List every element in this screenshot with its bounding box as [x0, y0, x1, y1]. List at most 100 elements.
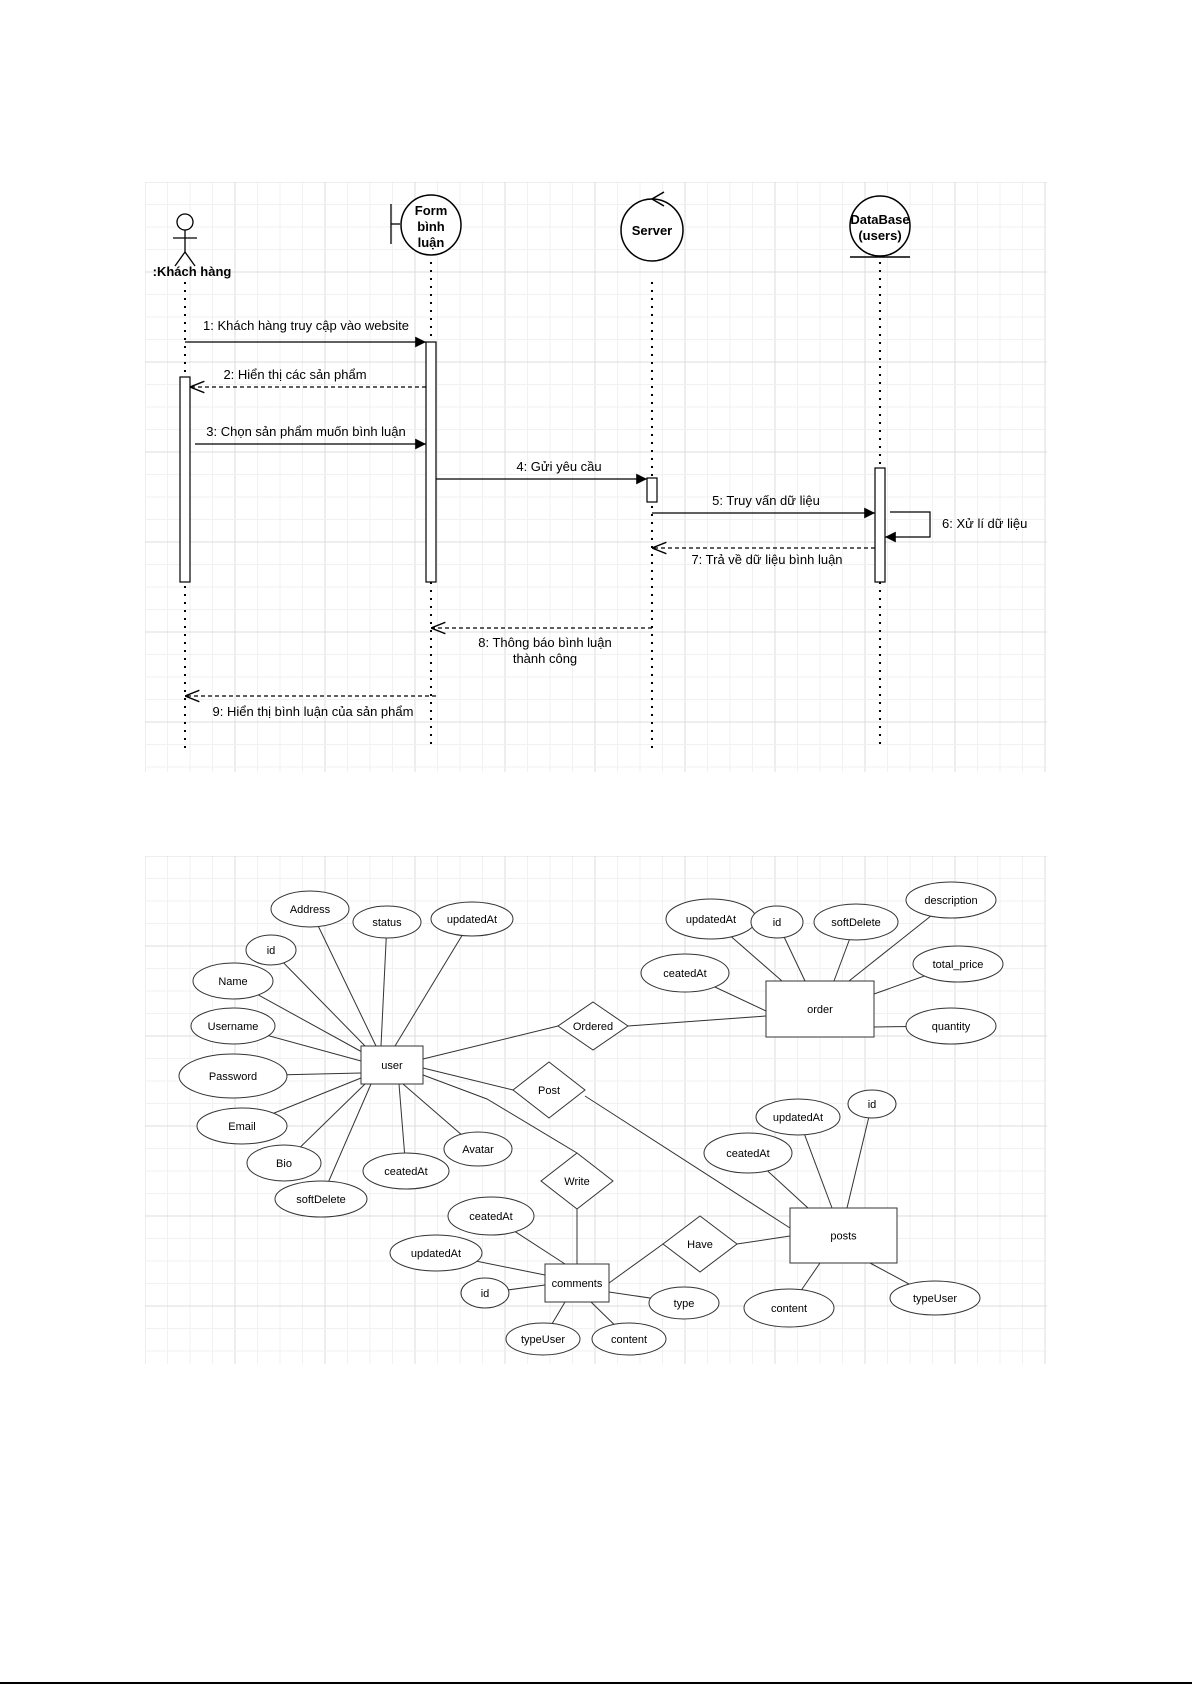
- actor-customer: :Khách hàng: [153, 213, 232, 279]
- relationship-connector: [422, 1074, 578, 1154]
- entity-label: posts: [830, 1231, 857, 1243]
- attribute-p_id: id: [847, 1089, 897, 1119]
- actor-label: :Khách hàng: [153, 264, 232, 279]
- message-8-label: thành công: [513, 651, 577, 666]
- attribute-ellipse: [743, 1288, 835, 1328]
- attribute-label: Email: [228, 1121, 256, 1133]
- attribute-o_total_price: total_price: [912, 945, 1004, 983]
- attribute-label: typeUser: [521, 1334, 565, 1346]
- attribute-connector: [270, 949, 368, 1049]
- attribute-u_name: Name: [192, 962, 274, 1000]
- relationship-connector: [422, 1067, 514, 1091]
- attribute-ellipse: [905, 881, 997, 919]
- sequence-diagram-canvas: :Khách hàngFormbìnhluậnServerDataBase(us…: [144, 181, 1047, 772]
- entity-label-line: (users): [858, 228, 901, 243]
- actor-head: [176, 213, 194, 231]
- attribute-c_type: type: [648, 1286, 720, 1320]
- attribute-ellipse: [389, 1234, 483, 1272]
- attribute-o_softDelete: softDelete: [813, 903, 899, 941]
- message-9-label: 9: Hiển thị bình luận của sản phẩm: [213, 704, 414, 719]
- page-bottom-rule: [0, 1682, 1192, 1684]
- sequence-grid: [144, 181, 1047, 772]
- attribute-connector: [320, 1083, 372, 1200]
- attribute-ellipse: [178, 1053, 288, 1099]
- lifelines: :Khách hàngFormbìnhluậnServerDataBase(us…: [153, 191, 911, 750]
- relationship-label: Ordered: [573, 1021, 613, 1033]
- attribute-ellipse: [190, 1007, 276, 1045]
- attribute-c_typeUser: typeUser: [505, 1322, 581, 1356]
- attribute-label: Password: [209, 1071, 257, 1083]
- attribute-ellipse: [245, 934, 297, 966]
- attribute-u_ceatedAt: ceatedAt: [362, 1152, 450, 1190]
- attribute-ellipse: [352, 905, 422, 939]
- relationship-diamond: [557, 1001, 629, 1051]
- attribute-u_username: Username: [190, 1007, 276, 1045]
- attribute-p_typeUser: typeUser: [889, 1280, 981, 1316]
- relationship-diamond: [662, 1215, 738, 1273]
- attribute-label: id: [481, 1288, 490, 1300]
- attribute-u_updatedAt: updatedAt: [430, 901, 514, 937]
- attribute-p_updatedAt: updatedAt: [755, 1098, 841, 1136]
- entity-user: user: [360, 1045, 424, 1085]
- attribute-label: description: [924, 895, 977, 907]
- attribute-ellipse: [430, 901, 514, 937]
- attribute-ellipse: [196, 1107, 288, 1145]
- relationship-label: Write: [564, 1176, 589, 1188]
- attribute-ellipse: [905, 1007, 997, 1045]
- attribute-u_email: Email: [196, 1107, 288, 1145]
- attribute-label: content: [771, 1303, 807, 1315]
- attribute-label: updatedAt: [686, 914, 736, 926]
- message-8-label: 8: Thông báo bình luận: [478, 635, 612, 650]
- attribute-label: type: [674, 1298, 695, 1310]
- attribute-label: id: [868, 1099, 877, 1111]
- attribute-label: Bio: [276, 1158, 292, 1170]
- relationship-label: Post: [538, 1085, 560, 1097]
- control-arrow: [650, 191, 665, 207]
- entity-rect: [360, 1045, 424, 1085]
- attribute-label: status: [372, 917, 402, 929]
- attribute-c_ceatedAt: ceatedAt: [447, 1196, 535, 1236]
- entity-rect: [544, 1263, 610, 1303]
- attribute-label: softDelete: [831, 917, 881, 929]
- message-6-label: 6: Xử lí dữ liệu: [942, 516, 1027, 531]
- entity-rect: [789, 1207, 898, 1264]
- attribute-u_id: id: [245, 934, 297, 966]
- message-4-label: 4: Gửi yêu cầu: [516, 459, 601, 474]
- attribute-label: Avatar: [462, 1144, 494, 1156]
- attribute-ellipse: [750, 905, 804, 939]
- relationship-post: Post: [512, 1061, 586, 1119]
- attribute-label: typeUser: [913, 1293, 957, 1305]
- attribute-label: Username: [208, 1021, 259, 1033]
- attribute-ellipse: [703, 1132, 793, 1174]
- boundary-label-line: Form: [415, 203, 448, 218]
- attribute-connector: [394, 918, 473, 1047]
- control-label: Server: [632, 223, 672, 238]
- attribute-p_content: content: [743, 1288, 835, 1328]
- activation-form: [425, 341, 437, 583]
- message-3-label: 3: Chọn sản phẩm muốn bình luận: [206, 424, 405, 439]
- control-server: Server: [620, 191, 684, 262]
- relationship-ordered: Ordered: [557, 1001, 629, 1051]
- message-5-label: 5: Truy vấn dữ liệu: [712, 493, 820, 508]
- message-2-label: 2: Hiển thị các sản phẩm: [223, 367, 366, 382]
- attribute-label: ceatedAt: [726, 1148, 769, 1160]
- attribute-c_updatedAt: updatedAt: [389, 1234, 483, 1272]
- attribute-u_avatar: Avatar: [443, 1131, 513, 1167]
- entity-rect: [765, 980, 875, 1038]
- attribute-o_updatedAt: updatedAt: [665, 898, 757, 940]
- attribute-o_ceatedAt: ceatedAt: [640, 953, 730, 993]
- attribute-ellipse: [847, 1089, 897, 1119]
- relationship-connector: [584, 1095, 791, 1229]
- attribute-ellipse: [270, 890, 350, 928]
- attribute-ellipse: [274, 1180, 368, 1218]
- attribute-u_address: Address: [270, 890, 350, 928]
- relationship-connector: [422, 1025, 559, 1060]
- attribute-ellipse: [813, 903, 899, 941]
- relationship-connector: [627, 1015, 767, 1027]
- actor-leg: [174, 251, 186, 267]
- attribute-connector: [309, 908, 377, 1047]
- attribute-label: id: [773, 917, 782, 929]
- relationship-diamond: [540, 1152, 614, 1210]
- attribute-label: total_price: [933, 959, 984, 971]
